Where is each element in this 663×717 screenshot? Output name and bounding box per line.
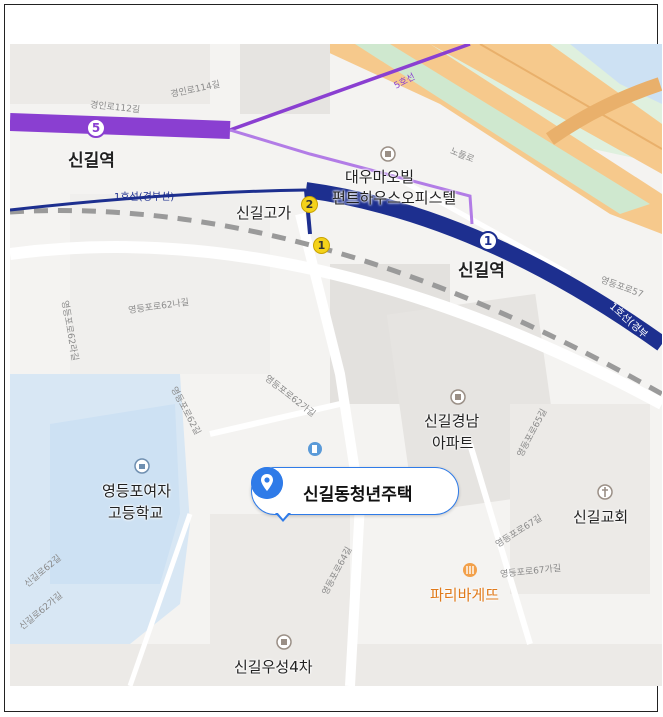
station-label-singil-line1[interactable]: 신길역 [458,261,505,281]
line1-station-badge: 1 [478,231,498,251]
line5-station-badge: 5 [86,118,106,138]
callout-tail-inner [277,512,289,519]
place-label-paris[interactable]: 파리바게뜨 [430,586,500,604]
place-label-gyeongnam-1[interactable]: 신길경남 [424,412,480,430]
exit-1-badge: 1 [313,237,330,254]
place-label-daewoo[interactable]: 대우마오빌 [345,168,415,186]
apartment-icon [450,389,466,405]
map-view[interactable]: 5 1 2 1 신길역 신길역 대우마오빌 편트하우스오피스텔 신길고가 신길경… [10,44,662,686]
exit-2-badge: 2 [301,196,318,213]
church-icon [597,484,613,500]
rail-label-line1-gyeongbu: 1호선(경부선) [114,192,175,203]
place-label-daewoo-officetel[interactable]: 편트하우스오피스텔 [332,189,457,207]
school-icon [134,458,150,474]
place-label-gyeongnam-2[interactable]: 아파트 [432,434,474,452]
gas-station-icon [308,442,322,456]
marker-label: 신길동청년주택 [303,485,413,505]
apartment-icon [276,634,292,650]
place-label-singil-goga[interactable]: 신길고가 [236,204,292,222]
map-canvas [10,44,662,686]
place-label-girls-high-2[interactable]: 고등학교 [108,504,164,522]
place-label-woosung[interactable]: 신길우성4차 [234,658,313,676]
callout-box [251,467,459,515]
map-pin-icon [251,467,283,499]
location-marker-callout[interactable]: 신길동청년주택 [251,467,461,522]
station-label-singil-line5[interactable]: 신길역 [68,151,115,171]
bakery-icon [463,563,477,577]
place-label-church[interactable]: 신길교회 [573,508,629,526]
building-icon [380,146,396,162]
place-label-girls-high-1[interactable]: 영등포여자 [102,482,172,500]
